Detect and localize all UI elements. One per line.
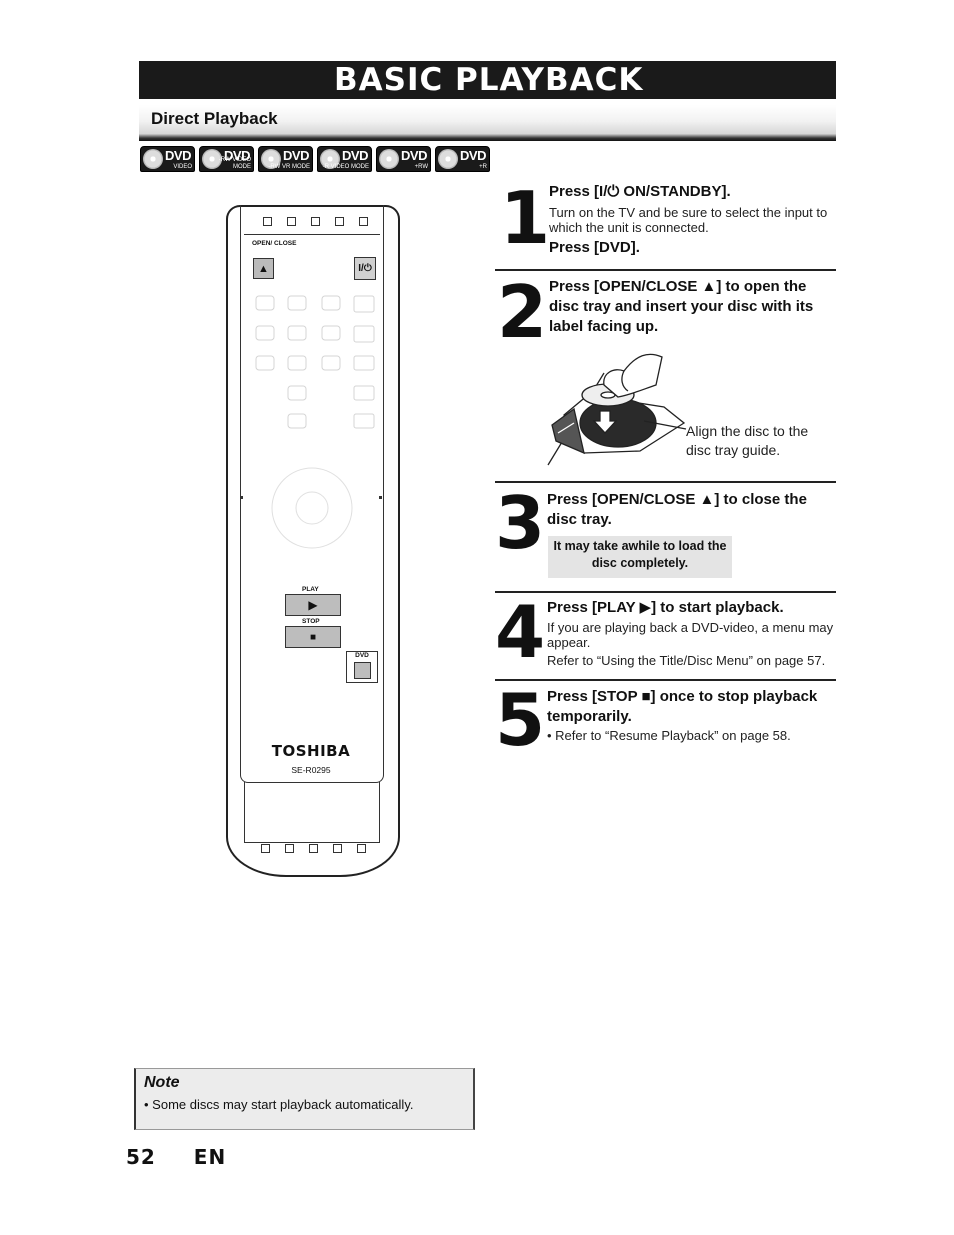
step-4-heading: Press [PLAY ▶] to start playback. [547,599,784,616]
open-close-label: OPEN/ CLOSE [252,240,297,247]
note-text: • Some discs may start playback automati… [144,1097,414,1112]
section-subtitle: Direct Playback [151,109,278,128]
page-footer: 52 EN [126,1145,226,1169]
remote-top-leds [263,217,368,226]
step-1-heading-2: Press [DVD]. [549,239,640,256]
play-label: PLAY [302,586,319,593]
remote-control-illustration [226,205,400,877]
dvd-r-video-mode-icon: DVD -R VIDEO MODE [317,146,372,172]
step-1-number: 1 [500,176,551,260]
remote-bottom-leds [261,844,366,853]
page-title: BASIC PLAYBACK [334,62,644,98]
page-number: 52 [126,1145,156,1169]
step-2-number: 2 [497,270,548,354]
power-button[interactable]: I/⏻ [354,257,376,280]
play-button[interactable]: ▶ [285,594,341,616]
faded-navigation-ring [258,460,366,568]
step-3-number: 3 [495,481,546,565]
dvd-plus-r-icon: DVD +R [435,146,490,172]
remote-body [240,205,384,783]
dvd-rw-vr-mode-icon: DVD -RW VR MODE [258,146,313,172]
step-1-heading: Press [I/⏻ ON/STANDBY]. [549,183,731,200]
step-5-number: 5 [495,678,546,762]
note-box: Note • Some discs may start playback aut… [134,1068,475,1130]
subtitle-bar: Direct Playback [139,105,836,141]
disc-tray-illustration [544,345,689,470]
power-icon: I/⏻ [358,263,372,274]
step-4-reference: Refer to “Using the Title/Disc Menu” on … [547,653,826,668]
dvd-plus-rw-icon: DVD +RW [376,146,431,172]
step-3-callout: It may take awhile to load the disc comp… [548,536,732,578]
dvd-label: DVD [355,652,369,659]
step-4-body: If you are playing back a DVD-video, a m… [547,620,834,650]
open-close-button[interactable]: ▲ [253,258,274,279]
dvd-video-icon: DVD VIDEO [140,146,195,172]
note-title: Note [144,1074,180,1091]
step-5-reference: • Refer to “Resume Playback” on page 58. [547,728,791,743]
eject-icon: ▲ [258,262,269,275]
faded-keypad [252,290,376,440]
step-5-heading: Press [STOP ■] once to stop playback tem… [547,688,818,725]
step-2-heading: Press [OPEN/CLOSE ▲] to open the disc tr… [549,278,814,335]
stop-icon: ■ [309,631,317,643]
play-icon: ▶ [308,598,318,612]
step-2-illustration-caption: Align the disc to the disc tray guide. [686,423,809,458]
language-code: EN [193,1145,227,1169]
remote-brand-logo: TOSHIBA [271,742,351,760]
disc-type-icons: DVD VIDEO DVD -RW VIDEO MODE DVD -RW VR … [140,146,490,172]
stop-button[interactable]: ■ [285,626,341,648]
remote-model-number: SE-R0295 [291,765,331,775]
step-1-body: Turn on the TV and be sure to select the… [549,205,828,235]
stop-label: STOP [302,618,320,625]
remote-lower-panel [244,782,380,843]
title-bar: BASIC PLAYBACK [139,61,836,99]
step-4-number: 4 [495,590,546,674]
step-3-heading: Press [OPEN/CLOSE ▲] to close the disc t… [547,491,807,528]
dvd-rw-video-mode-icon: DVD -RW VIDEO MODE [199,146,254,172]
dvd-button[interactable] [354,662,371,679]
